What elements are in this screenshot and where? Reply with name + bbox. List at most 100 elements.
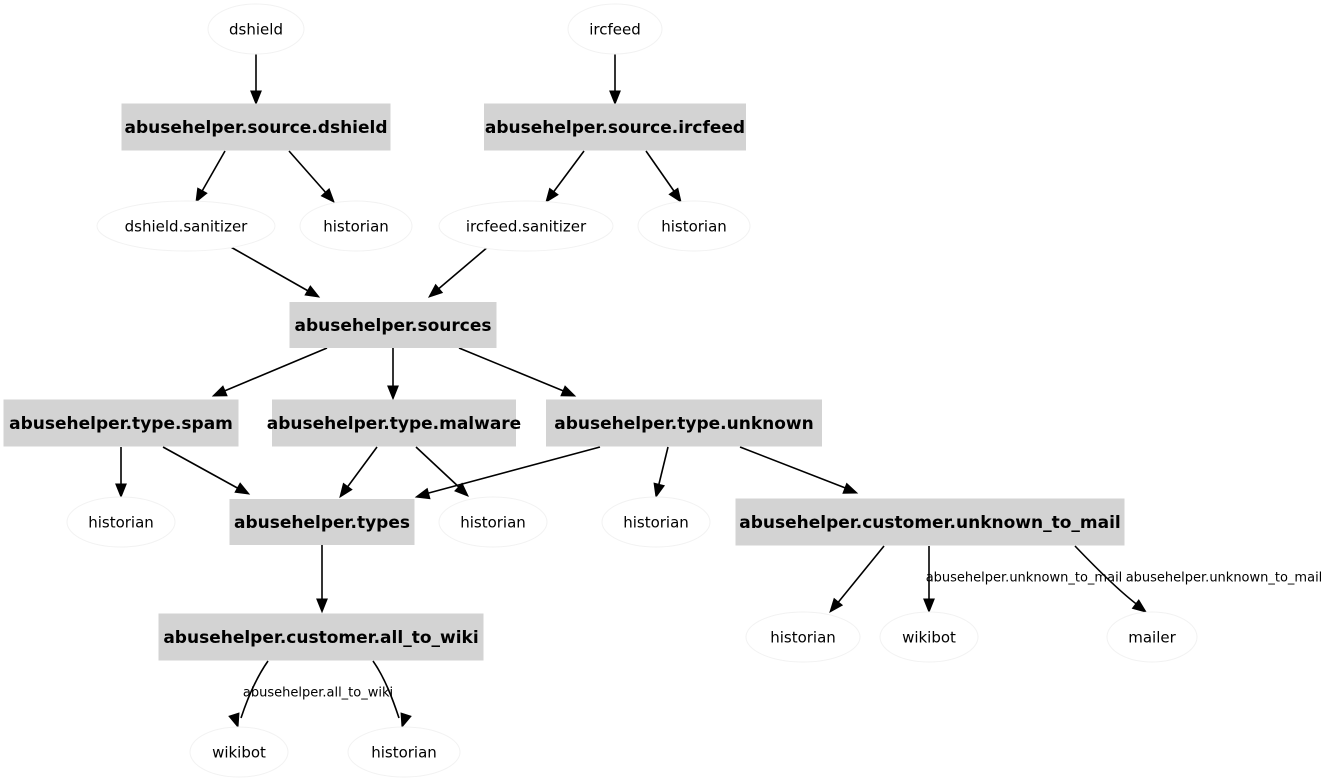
node-ellipse-shape — [879, 611, 979, 663]
node-label: wikibot — [902, 629, 956, 647]
node-label: historian — [371, 744, 437, 762]
edge-customer-all-to-wiki-to-wikibot — [228, 660, 269, 729]
arrowhead-icon — [1131, 599, 1148, 613]
edge-ircfeed-sanitizer-to-sources — [427, 245, 490, 298]
node-label: historian — [661, 218, 727, 236]
arrowhead-icon — [316, 598, 328, 614]
arrowhead-icon — [427, 283, 444, 298]
edge-line — [739, 446, 849, 490]
arrowhead-icon — [414, 487, 431, 500]
node-label: historian — [323, 218, 389, 236]
node-ellipse-shape — [601, 496, 711, 548]
edge-line — [240, 660, 269, 719]
node-ellipse-shape — [66, 496, 176, 548]
node-box-shape — [289, 302, 497, 348]
edge-line — [228, 245, 311, 293]
node-ellipse-shape — [438, 496, 548, 548]
node-hist_spam[interactable]: historian — [66, 496, 176, 548]
edge-line — [200, 150, 226, 194]
node-wikibot_wiki[interactable]: wikibot — [189, 726, 289, 778]
edge-line — [372, 660, 400, 719]
node-cust_unknown_mail[interactable]: abusehelper.customer.unknown_to_mail — [735, 498, 1125, 546]
nodes-layer: dshield ircfeed abusehelper.source.dshield… — [3, 3, 1198, 778]
node-box-shape — [272, 399, 516, 447]
node-label: abusehelper.sources — [295, 316, 492, 336]
edge-line — [345, 446, 378, 490]
node-ircfeed_sanitizer[interactable]: ircfeed.sanitizer — [438, 200, 614, 252]
edge-line — [657, 446, 669, 489]
edge-source-dshield-to-historian — [288, 150, 335, 204]
node-dshield_sanitizer[interactable]: dshield.sanitizer — [96, 200, 276, 252]
arrowhead-icon — [339, 482, 353, 499]
edge-source-dshield-to-dshield-sanitizer — [195, 150, 226, 204]
node-type_spam[interactable]: abusehelper.type.spam — [3, 399, 239, 447]
node-types[interactable]: abusehelper.types — [229, 499, 415, 545]
node-cust_all_to_wiki[interactable]: abusehelper.customer.all_to_wiki — [158, 613, 484, 661]
node-label: historian — [460, 514, 526, 532]
node-hist_malware[interactable]: historian — [438, 496, 548, 548]
node-ellipse-shape — [207, 3, 305, 55]
node-src_dshield[interactable]: abusehelper.source.dshield — [121, 103, 391, 151]
edge-label: abusehelper.unknown_to_mail — [1126, 571, 1323, 586]
node-box-shape — [3, 399, 239, 447]
node-ellipse-shape — [567, 3, 663, 55]
node-wikibot_mail[interactable]: wikibot — [879, 611, 979, 663]
edge-line — [288, 150, 328, 195]
arrowhead-icon — [115, 483, 127, 499]
edge-line — [835, 545, 885, 606]
node-hist_dshield[interactable]: historian — [299, 200, 413, 252]
edge-line — [458, 347, 567, 393]
node-hist_unknown[interactable]: historian — [601, 496, 711, 548]
node-label: mailer — [1128, 629, 1176, 647]
edge-customer-unknown-mail-to-historian — [829, 545, 885, 614]
edge-types-to-customer-all-to-wiki — [316, 545, 328, 614]
edge-type-unknown-to-customer-unknown-mail — [739, 446, 859, 494]
node-type_malware[interactable]: abusehelper.type.malware — [267, 399, 521, 447]
node-hist_ircfeed[interactable]: historian — [637, 200, 751, 252]
node-box-shape — [546, 399, 822, 447]
node-label: abusehelper.type.unknown — [554, 414, 813, 434]
node-ellipse-shape — [299, 200, 413, 252]
node-label: abusehelper.customer.all_to_wiki — [163, 628, 478, 648]
node-label: dshield — [229, 21, 283, 39]
node-hist_wiki[interactable]: historian — [347, 726, 461, 778]
edge-label: abusehelper.all_to_wiki — [243, 686, 393, 701]
edge-type-spam-to-historian — [115, 447, 127, 499]
edge-line — [435, 245, 490, 292]
node-src_ircfeed[interactable]: abusehelper.source.ircfeed — [484, 103, 746, 151]
node-ellipse-shape — [745, 611, 861, 663]
edge-line — [551, 150, 585, 195]
edge-type-malware-to-historian-mid — [415, 446, 469, 497]
edge-line — [415, 446, 462, 490]
node-label: abusehelper.types — [234, 513, 410, 533]
node-label: abusehelper.customer.unknown_to_mail — [739, 513, 1120, 533]
arrowhead-icon — [545, 187, 559, 204]
arrowhead-icon — [653, 482, 666, 499]
node-type_unknown[interactable]: abusehelper.type.unknown — [546, 399, 822, 447]
node-hist_mail[interactable]: historian — [745, 611, 861, 663]
node-sources[interactable]: abusehelper.sources — [289, 302, 497, 348]
node-label: ircfeed — [589, 21, 641, 39]
edge-type-unknown-to-historian — [653, 446, 669, 499]
arrowhead-icon — [923, 598, 935, 614]
arrowhead-icon — [250, 90, 262, 106]
edge-source-ircfeed-to-ircfeed-sanitizer — [545, 150, 585, 204]
edge-line — [645, 150, 677, 195]
node-ircfeed[interactable]: ircfeed — [567, 3, 663, 55]
arrowhead-icon — [842, 482, 859, 494]
arrowhead-icon — [387, 385, 399, 401]
node-label: wikibot — [212, 744, 266, 762]
edge-dshield-to-source-dshield — [250, 54, 262, 106]
node-dshield[interactable]: dshield — [207, 3, 305, 55]
edge-type-unknown-to-types — [414, 446, 601, 500]
node-ellipse-shape — [189, 726, 289, 778]
node-ellipse-shape — [96, 200, 276, 252]
node-label: historian — [88, 514, 154, 532]
node-mailer[interactable]: mailer — [1106, 611, 1198, 663]
node-ellipse-shape — [438, 200, 614, 252]
node-label: historian — [623, 514, 689, 532]
node-ellipse-shape — [347, 726, 461, 778]
arrowhead-icon — [400, 712, 412, 729]
